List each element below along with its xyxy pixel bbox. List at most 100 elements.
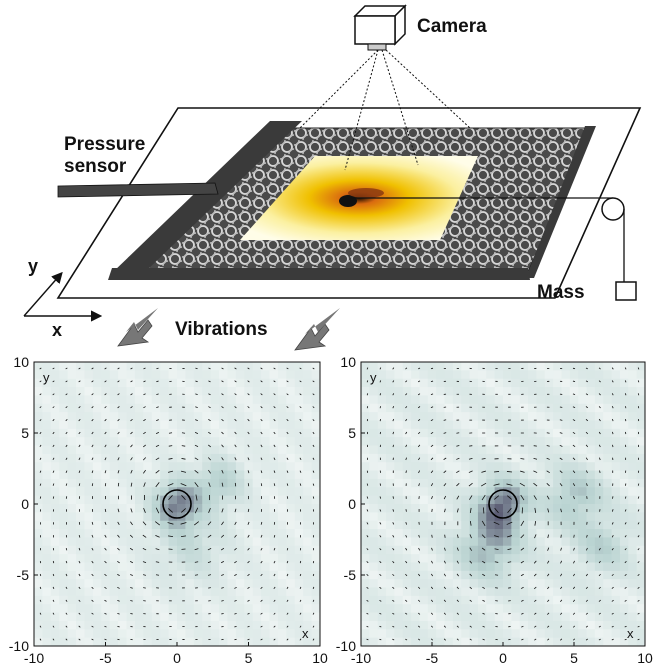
velocity-vector (260, 560, 263, 564)
velocity-vector (405, 586, 408, 589)
field-cell (528, 595, 537, 605)
field-cell (134, 554, 144, 563)
field-cell (636, 629, 646, 639)
field-cell (494, 629, 504, 639)
field-cell (210, 403, 220, 413)
field-cell (544, 545, 554, 555)
velocity-vector (312, 612, 315, 615)
field-cell (361, 570, 370, 580)
velocity-vector (78, 547, 81, 551)
field-cell (101, 520, 111, 530)
velocity-vector (299, 560, 302, 564)
field-cell (636, 370, 646, 380)
field-cell (561, 529, 571, 538)
field-cell (261, 537, 270, 547)
field-cell (544, 395, 554, 405)
velocity-vector (312, 496, 315, 499)
field-cell (177, 470, 186, 480)
field-cell (594, 562, 604, 572)
field-cell (569, 420, 579, 430)
velocity-vector (507, 548, 512, 551)
velocity-vector (155, 457, 160, 461)
field-cell (76, 595, 85, 605)
field-cell (469, 570, 479, 580)
velocity-vector (221, 393, 224, 396)
field-cell (67, 453, 77, 463)
field-cell (494, 437, 504, 446)
velocity-vector (273, 625, 276, 628)
field-cell (193, 587, 203, 597)
velocity-vector (379, 625, 382, 628)
field-cell (286, 545, 296, 555)
field-cell (611, 520, 621, 530)
velocity-vector (195, 393, 198, 396)
field-cell (227, 562, 237, 572)
field-cell (34, 529, 43, 538)
intruder-wake (348, 188, 384, 198)
field-cell (185, 545, 195, 555)
field-cell (452, 445, 462, 455)
field-cell (452, 403, 462, 413)
field-cell (118, 437, 127, 446)
field-cell (561, 629, 571, 639)
field-cell (603, 620, 612, 630)
field-cell (160, 478, 169, 488)
field-cell (377, 495, 387, 505)
field-cell (586, 579, 596, 588)
field-cell (277, 487, 287, 497)
field-cell (42, 520, 52, 530)
field-cell (628, 587, 638, 597)
field-cell (160, 595, 169, 605)
velocity-vector (273, 457, 276, 461)
field-cell (219, 587, 228, 597)
velocity-vector (299, 367, 302, 370)
field-cell (528, 570, 537, 580)
field-cell (377, 487, 387, 497)
field-cell (561, 362, 571, 371)
field-cell (50, 487, 60, 497)
field-cell (92, 637, 102, 647)
field-cell (118, 554, 127, 563)
field-cell (143, 403, 153, 413)
velocity-vector (286, 560, 289, 564)
field-cell (101, 604, 111, 613)
field-cell (578, 445, 587, 455)
field-cell (118, 537, 127, 547)
field-cell (586, 537, 596, 547)
field-cell (168, 570, 178, 580)
velocity-vector (405, 406, 408, 409)
velocity-vector (181, 445, 186, 447)
velocity-vector (611, 393, 614, 396)
field-cell (252, 504, 262, 513)
field-cell (235, 504, 245, 513)
field-cell (42, 478, 52, 488)
field-cell (294, 420, 304, 430)
velocity-vector (443, 457, 447, 460)
field-cell (369, 562, 379, 572)
field-cell (101, 495, 111, 505)
velocity-vector (286, 444, 289, 448)
velocity-vector (560, 625, 563, 628)
velocity-vector (117, 393, 120, 396)
velocity-vector (418, 612, 421, 615)
field-cell (193, 629, 203, 639)
field-cell (636, 453, 646, 463)
velocity-vector (156, 380, 159, 383)
field-cell (50, 453, 60, 463)
field-cell (544, 570, 554, 580)
field-cell (168, 595, 178, 605)
field-cell (486, 504, 496, 513)
field-cell (210, 587, 220, 597)
velocity-vector (481, 534, 486, 539)
field-cell (67, 570, 77, 580)
velocity-vector (65, 560, 68, 564)
field-cell (252, 537, 262, 547)
field-cell (394, 595, 404, 605)
field-cell (411, 595, 420, 605)
field-cell (59, 395, 69, 405)
field-cell (118, 545, 127, 555)
x-tick-label: -5 (426, 650, 439, 666)
velocity-vector (104, 470, 107, 474)
field-cell (143, 495, 153, 505)
field-cell (92, 362, 102, 371)
